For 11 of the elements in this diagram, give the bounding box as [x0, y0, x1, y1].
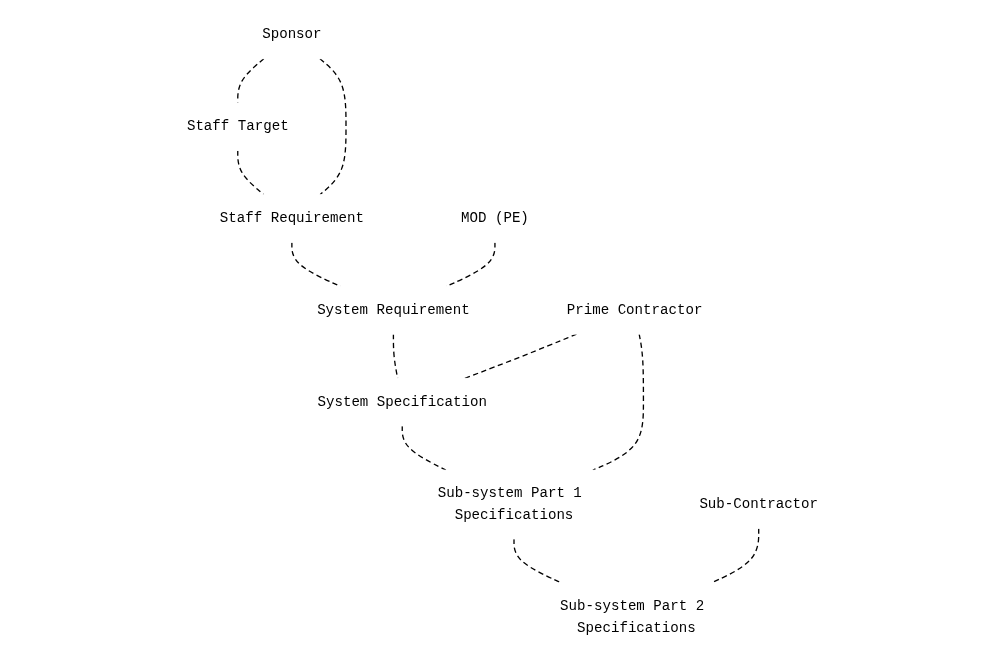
node-text: System Requirement	[317, 301, 470, 318]
node-text: Staff Requirement	[219, 210, 364, 226]
node-text: Sub-system Part 2 Specifications	[560, 598, 705, 636]
node-text: System Specification	[317, 393, 488, 410]
node-text: MOD (PE)	[461, 210, 529, 226]
connector	[319, 57, 347, 195]
node-text: Sub-Contractor	[699, 496, 819, 512]
node-text: Staff Target	[186, 118, 289, 135]
node-text: Sponsor	[262, 26, 322, 43]
node-text: Sub-system Part 1 Specifications	[437, 485, 582, 523]
node-text: Prime Contractor	[566, 301, 703, 318]
